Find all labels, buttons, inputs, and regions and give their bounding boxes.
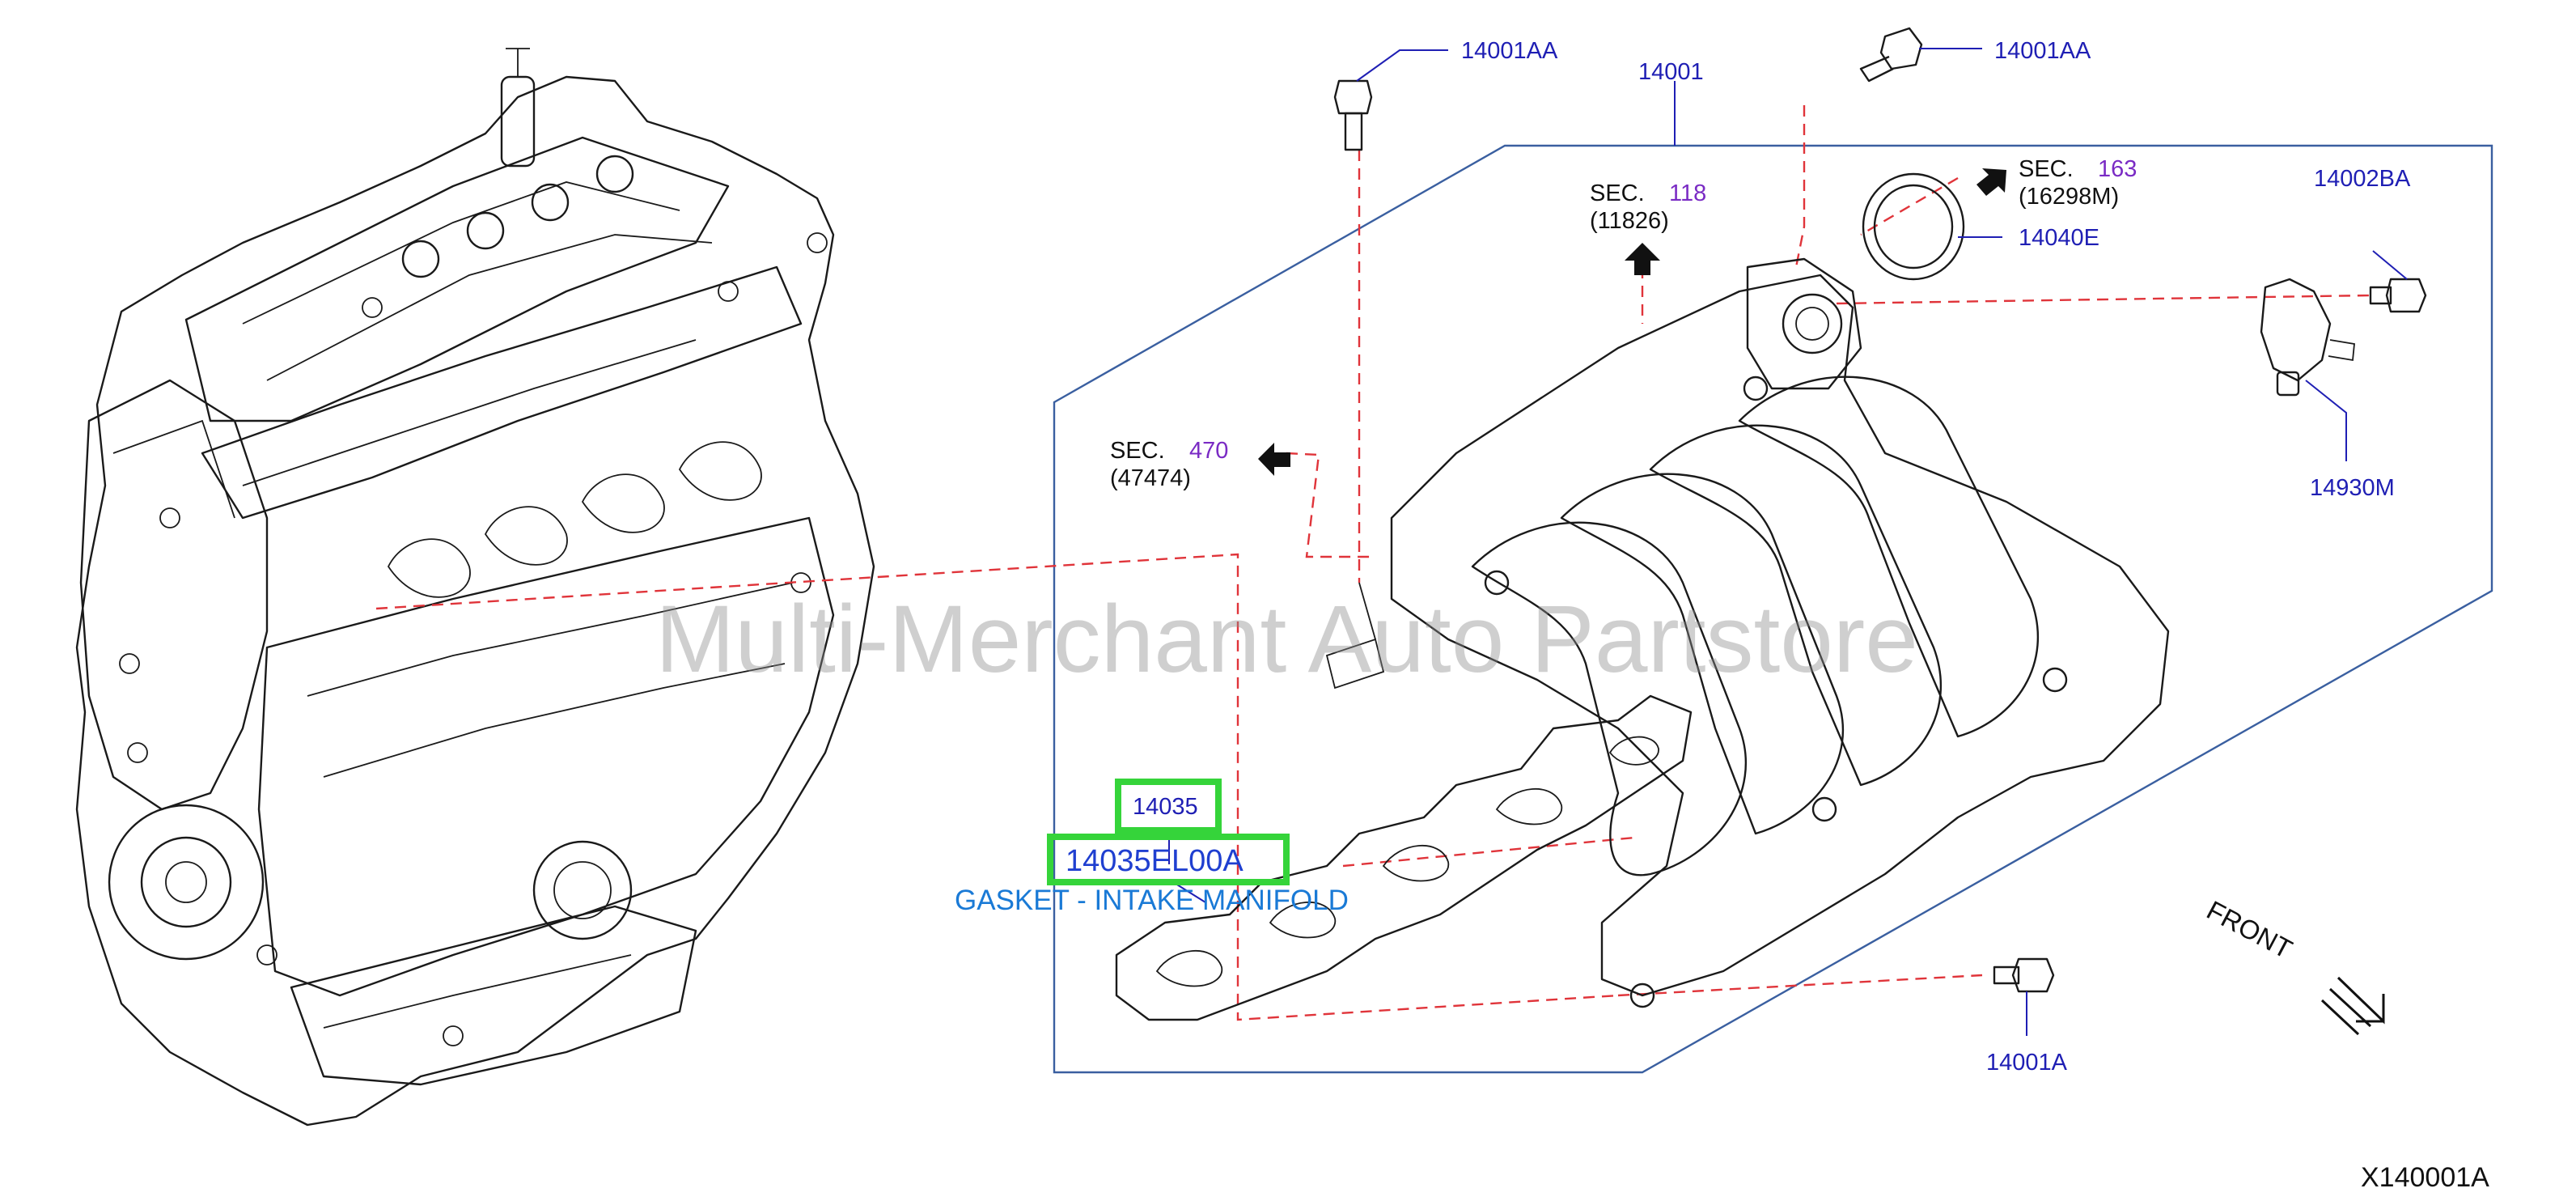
sec470-label: SEC.: [1110, 438, 1165, 464]
selected-part-number[interactable]: 14035EL00A: [1066, 844, 1244, 878]
bolt-14001a: [1993, 957, 2055, 993]
callout-bolt-bottom[interactable]: 14001A: [1986, 1050, 2068, 1076]
sec470-arrow-icon: [1258, 443, 1290, 476]
assembly-boundary: [1053, 144, 2493, 1074]
callout-manifold[interactable]: 14001: [1638, 59, 1704, 85]
front-label: FRONT: [2202, 895, 2298, 965]
callout-bolt-sensor[interactable]: 14002BA: [2314, 166, 2411, 192]
sec163-label: SEC.: [2019, 156, 2074, 182]
sec470-number[interactable]: 470: [1189, 438, 1228, 464]
engine-assembly-drawing: [75, 48, 875, 1127]
callout-gasket-group[interactable]: 14035: [1133, 794, 1198, 820]
sec163-arrow-icon: [1976, 168, 2006, 196]
map-sensor-drawing: [2260, 278, 2355, 397]
selected-part-highlight: [1047, 834, 1290, 885]
callout-gasket-ring[interactable]: 14040E: [2019, 225, 2099, 251]
front-arrow-icon: [2320, 976, 2385, 1036]
bolt-14002ba: [2369, 278, 2427, 313]
callout-leaders: [1168, 48, 2408, 1036]
bolt-14001aa-left: [1333, 79, 1373, 151]
sec163-code: (16298M): [2019, 184, 2119, 210]
callout-bolt-top-left[interactable]: 14001AA: [1461, 38, 1558, 64]
throttle-gasket-ring: [1862, 172, 1965, 281]
sec470-code: (47474): [1110, 465, 1191, 491]
selected-part-description: GASKET - INTAKE MANIFOLD: [955, 885, 1349, 916]
sec118-arrow-icon: [1625, 243, 1660, 275]
watermark: Multi-Merchant Auto Partstore: [655, 586, 1918, 693]
figure-id: X140001A: [2361, 1162, 2489, 1193]
sec118-code: (11826): [1590, 208, 1669, 234]
intake-manifold-gasket: [1115, 694, 1693, 1021]
callout-bolt-top-right[interactable]: 14001AA: [1994, 38, 2091, 64]
sec118-label: SEC.: [1590, 180, 1645, 206]
callout-sensor[interactable]: 14930M: [2310, 475, 2395, 501]
sec118-number[interactable]: 118: [1669, 180, 1706, 206]
bolt-14001aa-right: [1859, 27, 1923, 83]
assembly-dashed-lines: [375, 105, 2371, 1021]
sec163-number[interactable]: 163: [2098, 156, 2137, 182]
gasket-group-highlight: [1115, 779, 1222, 834]
